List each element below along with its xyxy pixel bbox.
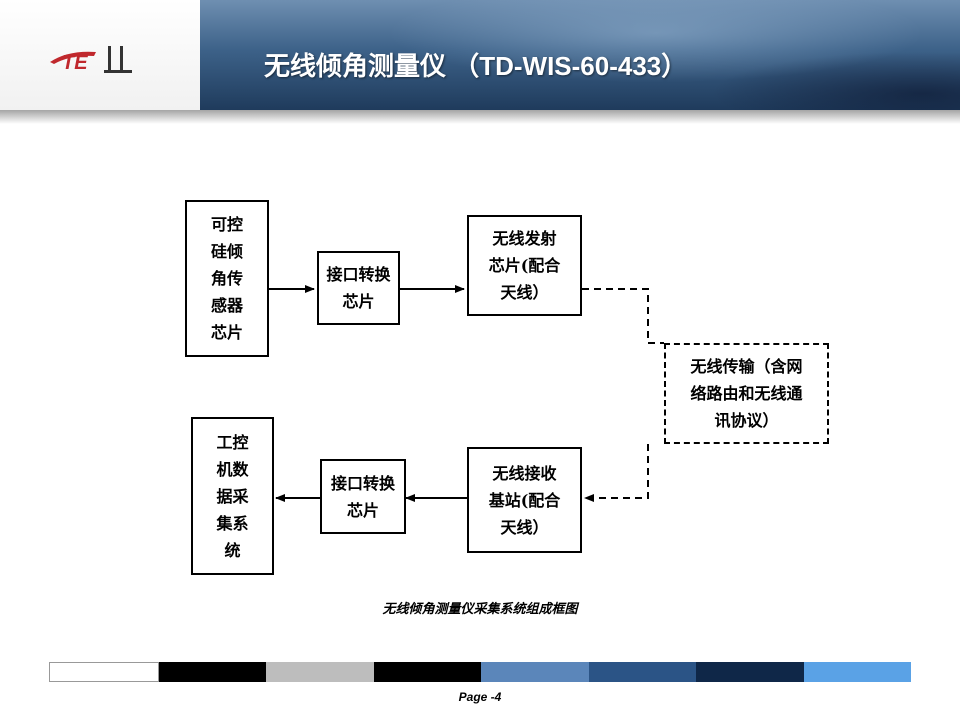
pc-line: 集系 [216, 513, 249, 533]
color-bar-segment [481, 662, 589, 682]
wireless-line: 讯协议） [714, 411, 779, 430]
wireless-line: 络路由和无线通 [690, 384, 803, 403]
color-bar-segment [158, 662, 266, 682]
sensor-line: 硅倾 [210, 242, 243, 261]
pc-line: 统 [224, 540, 241, 560]
receiver-box: 无线接收 基站(配合 天线） [467, 447, 582, 553]
pc-line: 机数 [216, 459, 249, 479]
dashed-link-transmitter [582, 288, 649, 343]
receiver-line: 天线） [500, 517, 549, 537]
dashed-link-receiver [584, 444, 649, 502]
interface-chip-bottom-box: 接口转换 芯片 [320, 459, 406, 534]
diagram-caption: 无线倾角测量仪采集系统组成框图 [382, 602, 578, 617]
color-bar-segment [696, 662, 804, 682]
receiver-line: 基站(配合 [488, 490, 561, 510]
interface-top-line: 芯片 [342, 292, 375, 311]
footer-color-bar [49, 662, 911, 682]
page-title: 无线倾角测量仪 （TD-WIS-60-433） [264, 51, 688, 81]
pc-line: 据采 [216, 486, 249, 506]
pc-acquisition-box: 工控 机数 据采 集系 统 [191, 417, 274, 575]
wireless-line: 无线传输（含网 [690, 357, 803, 376]
color-bar-segment [266, 662, 374, 682]
company-logo: TE [50, 46, 132, 74]
interface-bottom-line: 接口转换 [330, 473, 395, 493]
transmitter-line: 芯片(配合 [488, 256, 561, 275]
sensor-line: 角传 [210, 269, 243, 288]
transmitter-box: 无线发射 芯片(配合 天线） [467, 215, 582, 316]
header-left-panel [0, 0, 200, 110]
sensor-line: 芯片 [210, 323, 243, 342]
transmitter-line: 无线发射 [492, 229, 557, 248]
sensor-line: 感器 [210, 296, 243, 315]
receiver-line: 无线接收 [492, 463, 557, 483]
header-shadow [0, 110, 960, 124]
transmitter-line: 天线） [500, 283, 549, 302]
logo-text: TE [62, 52, 88, 74]
pc-line: 工控 [216, 432, 249, 452]
color-bar-segment [373, 662, 481, 682]
color-bar-segment [49, 662, 159, 682]
color-bar-segment [588, 662, 696, 682]
color-bar-segment [803, 662, 911, 682]
wireless-transmission-box: 无线传输（含网 络路由和无线通 讯协议） [664, 343, 829, 444]
sensor-line: 可控 [210, 215, 243, 234]
interface-bottom-line: 芯片 [346, 500, 379, 520]
interface-chip-top-box: 接口转换 芯片 [317, 251, 400, 325]
interface-top-line: 接口转换 [326, 265, 391, 284]
page-number: Page -4 [458, 690, 502, 704]
header-banner [200, 0, 960, 110]
sensor-chip-box: 可控 硅倾 角传 感器 芯片 [185, 200, 269, 357]
